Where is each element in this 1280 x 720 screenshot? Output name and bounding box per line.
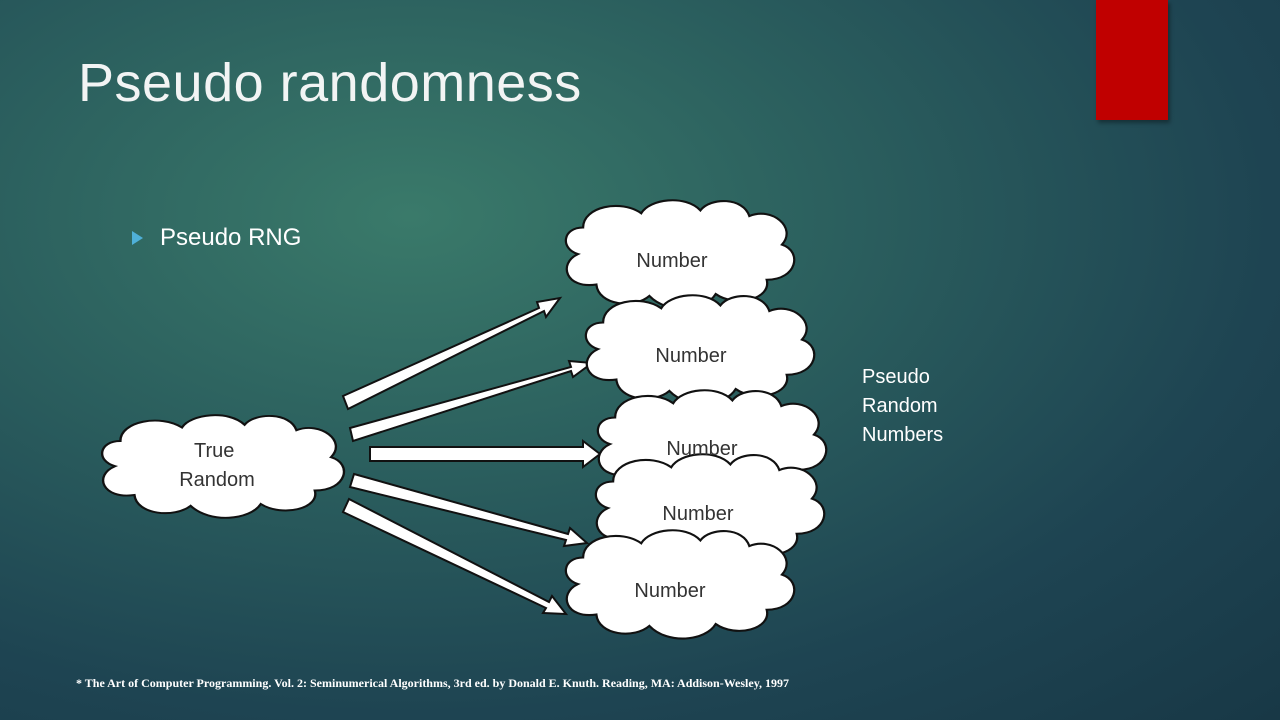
number-label: Number (634, 580, 705, 602)
arrow-5 (341, 497, 569, 616)
bullet-item: Pseudo RNG (132, 224, 301, 252)
pseudo-random-numbers-label: Pseudo Random Numbers (862, 363, 1002, 450)
bullet-text: Pseudo RNG (160, 224, 302, 251)
number-label: Number (666, 438, 737, 460)
side-label-line: Random (862, 395, 938, 417)
true-random-label: True Random (179, 440, 255, 491)
arrow-4 (348, 472, 590, 548)
side-label-line: Pseudo (862, 366, 930, 388)
true-random-cloud (100, 413, 346, 519)
number-label: Number (636, 250, 707, 272)
arrow-1 (341, 296, 563, 411)
number-label: Number (662, 503, 733, 525)
arrow-2 (348, 359, 595, 443)
slide-title: Pseudo randomness (78, 53, 582, 113)
footnote: * The Art of Computer Programming. Vol. … (76, 676, 790, 690)
arrow-3 (369, 438, 602, 470)
accent-tab (1096, 0, 1168, 120)
bullet-arrow-icon (132, 231, 143, 245)
arrows (341, 296, 602, 616)
side-label-line: Numbers (862, 424, 944, 446)
number-label: Number (655, 345, 726, 367)
